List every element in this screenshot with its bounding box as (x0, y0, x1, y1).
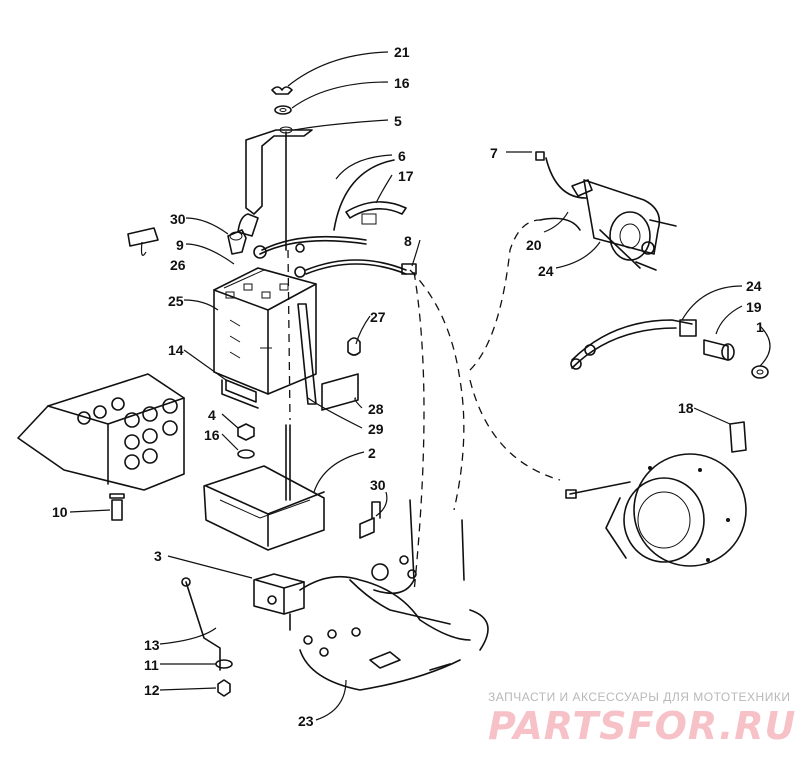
washer-11 (215, 659, 233, 669)
leader-lines (69, 51, 771, 721)
callout-27: 27 (370, 309, 386, 325)
callout-3: 3 (154, 548, 162, 564)
callout-28: 28 (368, 401, 384, 417)
callout-6: 6 (398, 148, 406, 164)
clip-27 (347, 337, 361, 356)
callout-17: 17 (398, 168, 414, 184)
callout-24: 24 (538, 263, 554, 279)
callout-labels: 21 16 5 6 17 7 30 9 26 8 20 24 25 27 24 … (52, 44, 764, 729)
bolt-10 (109, 493, 125, 521)
callout-10: 10 (52, 504, 68, 520)
washer-16-top (274, 105, 292, 115)
callout-16: 16 (394, 75, 410, 91)
link-rod-13 (181, 577, 221, 671)
callout-16-lower: 16 (204, 427, 220, 443)
chassis-frame (17, 373, 185, 491)
battery-bracket-14 (221, 379, 259, 409)
callout-30-lower: 30 (370, 477, 386, 493)
strap-29 (297, 303, 317, 405)
callout-18: 18 (678, 400, 694, 416)
key-switch-19 (679, 319, 735, 361)
callout-5: 5 (394, 113, 402, 129)
battery-strap-5 (237, 126, 313, 237)
warning-tag-26 (127, 227, 159, 247)
callout-7: 7 (490, 145, 498, 161)
callout-12: 12 (144, 682, 160, 698)
callout-25: 25 (168, 293, 184, 309)
callout-21: 21 (394, 44, 410, 60)
wire-harness-23 (299, 499, 489, 691)
cable-8 (305, 259, 417, 275)
battery-cable-9 (253, 235, 367, 278)
bracket-28 (321, 373, 359, 411)
starter-relay-3 (253, 573, 305, 631)
starter-motor-housing (605, 453, 747, 567)
callout-4: 4 (208, 407, 216, 423)
starter-solenoid-20 (535, 151, 677, 271)
ignition-harness-24 (570, 319, 693, 370)
nut-4 (237, 423, 255, 441)
callout-23: 23 (298, 713, 314, 729)
callout-2: 2 (368, 445, 376, 461)
battery-hold-rod (285, 131, 291, 501)
callout-14: 14 (168, 342, 184, 358)
watermark-tagline: ЗАПЧАСТИ И АКСЕССУАРЫ ДЛЯ МОТОТЕХНИКИ (488, 690, 791, 704)
callout-11: 11 (144, 657, 159, 673)
wing-nut-21 (271, 86, 293, 95)
nut-1 (751, 365, 769, 379)
nut-12 (217, 679, 231, 697)
callout-26: 26 (170, 257, 186, 273)
decal-18 (729, 421, 747, 453)
callout-29: 29 (368, 421, 384, 437)
callout-30: 30 (170, 211, 186, 227)
callout-9: 9 (176, 237, 184, 253)
callout-20: 20 (526, 237, 542, 253)
washer-16-lower (237, 449, 255, 459)
callout-8: 8 (404, 233, 412, 249)
battery-cable-6 (333, 159, 395, 231)
cap-30-lower (359, 501, 381, 539)
main-harness-dashed (409, 219, 561, 593)
battery-tray-2 (203, 465, 325, 551)
callout-1: 1 (756, 319, 764, 335)
vent-cap-30 (227, 229, 247, 255)
callout-24-right: 24 (746, 278, 762, 294)
starter-cable-24 (539, 217, 581, 231)
watermark-brand: PARTSFOR.RU (488, 704, 797, 748)
callout-13: 13 (144, 637, 160, 653)
callout-19: 19 (746, 299, 762, 315)
starter-bolt (565, 481, 631, 499)
cable-tie-17 (345, 201, 407, 225)
